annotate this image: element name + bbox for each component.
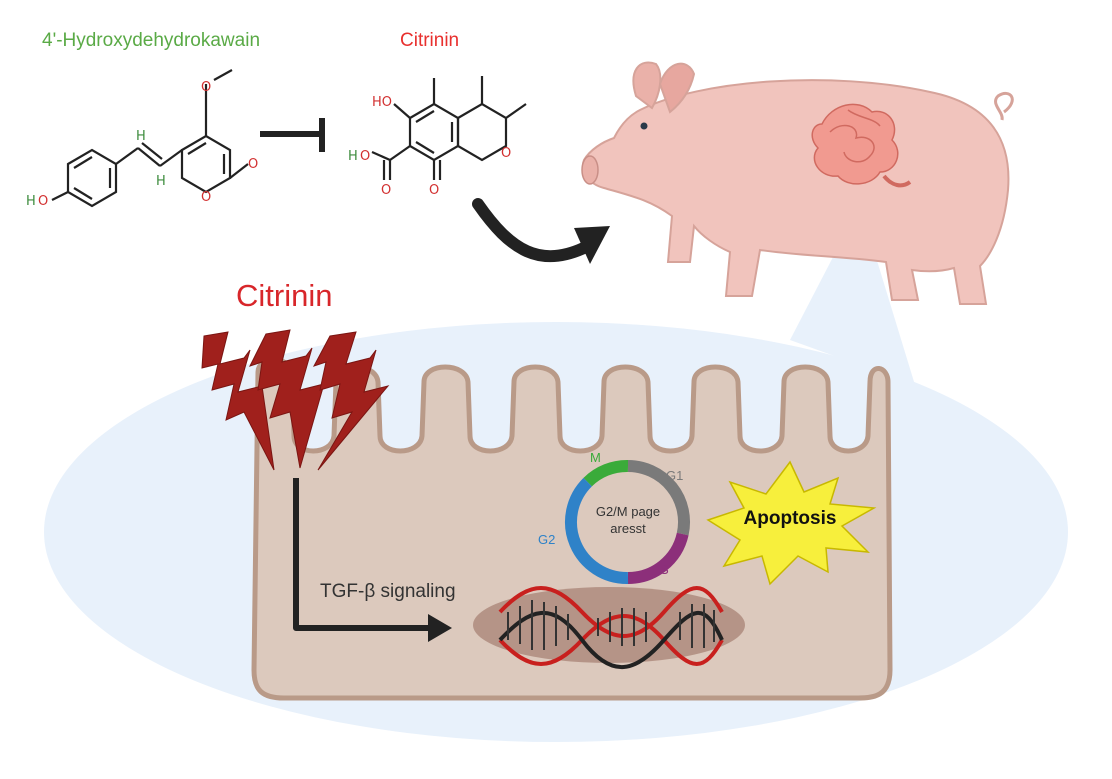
phase-label-m: M [590, 450, 601, 465]
apoptosis-label: Apoptosis [744, 508, 837, 529]
cell-cycle-center-line-2: aresst [610, 521, 646, 536]
atom-o-b1: O [360, 149, 370, 164]
curved-arrow [472, 198, 610, 264]
phase-label-g2: G2 [538, 532, 555, 547]
pathway-label: TGF-β signaling [320, 581, 456, 602]
atom-o-a2: O [201, 80, 211, 95]
atom-o-b3: O [429, 183, 439, 198]
phase-arc-s [627, 532, 689, 584]
apoptosis-burst: Apoptosis [706, 460, 877, 586]
atom-h-a3: H [156, 174, 166, 189]
atom-labels-a: H O H H O O O [26, 80, 258, 209]
structure-hydroxydehydrokawain [51, 69, 249, 208]
atom-o-a1: O [38, 194, 48, 209]
phase-arc-g2 [565, 477, 629, 585]
pig-icon [581, 61, 1014, 305]
starburst-icon [706, 460, 877, 586]
intestine-icon [811, 103, 912, 188]
lightning-bolt-icon [201, 329, 390, 471]
cell-cycle-ring [565, 460, 691, 585]
inhibition-symbol [260, 118, 325, 152]
phase-label-g1: G1 [666, 468, 683, 483]
phase-label-s: S [660, 562, 669, 577]
signaling-arrow [293, 478, 452, 642]
atom-labels-b: HO H O O O O [348, 95, 511, 198]
toxin-label: Citrinin [236, 278, 333, 313]
atom-h-b1: H [348, 149, 358, 164]
atom-h-a2: H [136, 129, 146, 144]
atom-o-b2: O [381, 183, 391, 198]
phase-arc-g1 [627, 460, 691, 536]
structure-citrinin [371, 76, 527, 180]
compound-name-citrinin: Citrinin [400, 30, 460, 51]
phase-arc-m [583, 460, 629, 487]
compound-name-hydroxydehydrokawain: 4'-Hydroxydehydrokawain [42, 30, 261, 51]
atom-o-b4: O [501, 146, 511, 161]
dna-icon [498, 586, 724, 670]
atom-o-a4: O [248, 157, 258, 172]
cell-cycle-center-line-1: G2/M page [596, 504, 660, 519]
callout-wedge [790, 205, 915, 385]
atom-o-a3: O [201, 190, 211, 205]
atom-h-a1: H [26, 194, 36, 209]
atom-ho-b1: HO [372, 95, 392, 110]
